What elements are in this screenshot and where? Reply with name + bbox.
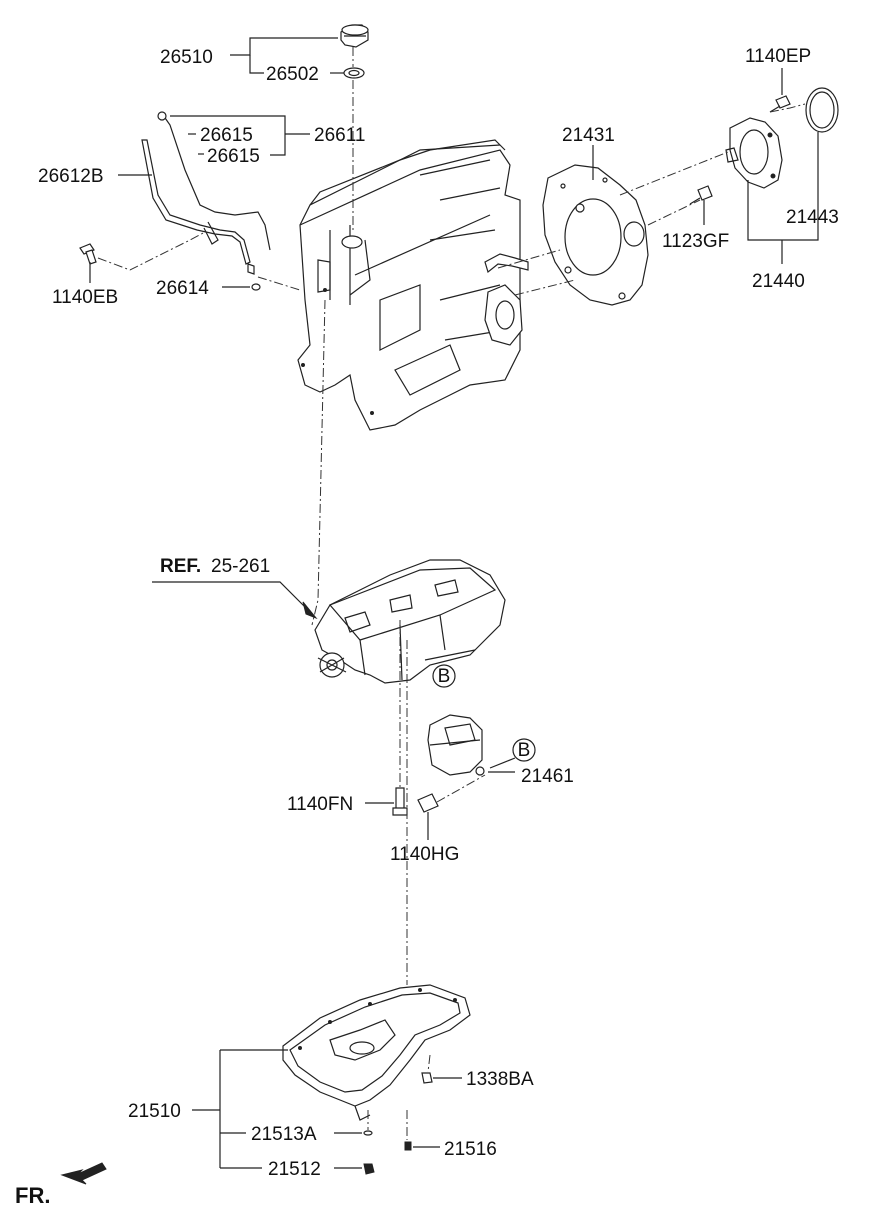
rear-oil-seal <box>805 87 839 133</box>
front-direction-indicator: FR. <box>15 1162 107 1208</box>
bolt-1140FN <box>392 787 408 816</box>
label-21512[interactable]: 21512 <box>268 1159 321 1180</box>
label-26615-upper[interactable]: 26615 <box>200 125 253 146</box>
label-21440[interactable]: 21440 <box>752 271 805 292</box>
label-26615-lower[interactable]: 26615 <box>207 146 260 167</box>
label-1338BA[interactable]: 1338BA <box>466 1069 534 1090</box>
oil-seal-case <box>725 117 783 189</box>
front-label: FR. <box>15 1183 50 1208</box>
label-26614[interactable]: 26614 <box>156 278 209 299</box>
rear-plate <box>542 164 649 306</box>
label-26502[interactable]: 26502 <box>266 64 319 85</box>
label-21431[interactable]: 21431 <box>562 125 615 146</box>
bolt-1140HG <box>417 793 439 813</box>
oil-filler-cap <box>340 24 369 48</box>
label-21461[interactable]: 21461 <box>521 766 574 787</box>
label-1140EB[interactable]: 1140EB <box>52 287 118 308</box>
oil-level-guide-tube <box>141 139 251 265</box>
label-ref-bold[interactable]: REF. <box>160 556 201 577</box>
oil-pan <box>282 984 471 1121</box>
label-21516[interactable]: 21516 <box>444 1139 497 1160</box>
bolt-1140EP <box>769 95 791 113</box>
callout-b-1[interactable]: B <box>438 666 451 687</box>
guide-o-ring <box>247 263 255 275</box>
label-ref-number[interactable]: 25-261 <box>211 556 270 577</box>
oil-level-gauge <box>157 111 271 251</box>
bolt-21516 <box>404 1141 412 1151</box>
leader-lines <box>89 37 819 1169</box>
label-21510[interactable]: 21510 <box>128 1101 181 1122</box>
bolt-1123GF <box>689 185 713 205</box>
label-1140EP[interactable]: 1140EP <box>745 46 811 67</box>
callout-b-circle-1 <box>432 664 456 688</box>
bolt-1338BA <box>421 1072 433 1084</box>
label-1123GF[interactable]: 1123GF <box>662 231 729 252</box>
label-26611[interactable]: 26611 <box>314 125 365 146</box>
oil-pump-assembly <box>314 559 506 684</box>
front-arrow-icon <box>60 1162 107 1185</box>
alignment-lines <box>97 47 806 1140</box>
filler-cap-gasket <box>343 67 365 79</box>
callout-b-circle-2 <box>512 738 536 762</box>
oil-strainer <box>427 714 485 776</box>
label-1140HG[interactable]: 1140HG <box>390 844 459 865</box>
label-21513A[interactable]: 21513A <box>251 1124 317 1145</box>
callout-b-2[interactable]: B <box>518 740 531 761</box>
label-1140FN[interactable]: 1140FN <box>287 794 353 815</box>
label-26510[interactable]: 26510 <box>160 47 213 68</box>
oring-26614 <box>251 283 261 291</box>
label-21443[interactable]: 21443 <box>786 207 839 228</box>
label-26612B[interactable]: 26612B <box>38 166 104 187</box>
drain-plug-21512 <box>363 1163 375 1175</box>
bolt-1140EB <box>79 243 97 265</box>
part-labels: 26510 26502 26615 26615 26611 26612B 114… <box>38 46 839 1180</box>
drain-gasket-21513A <box>363 1130 373 1136</box>
engine-block <box>297 139 529 431</box>
